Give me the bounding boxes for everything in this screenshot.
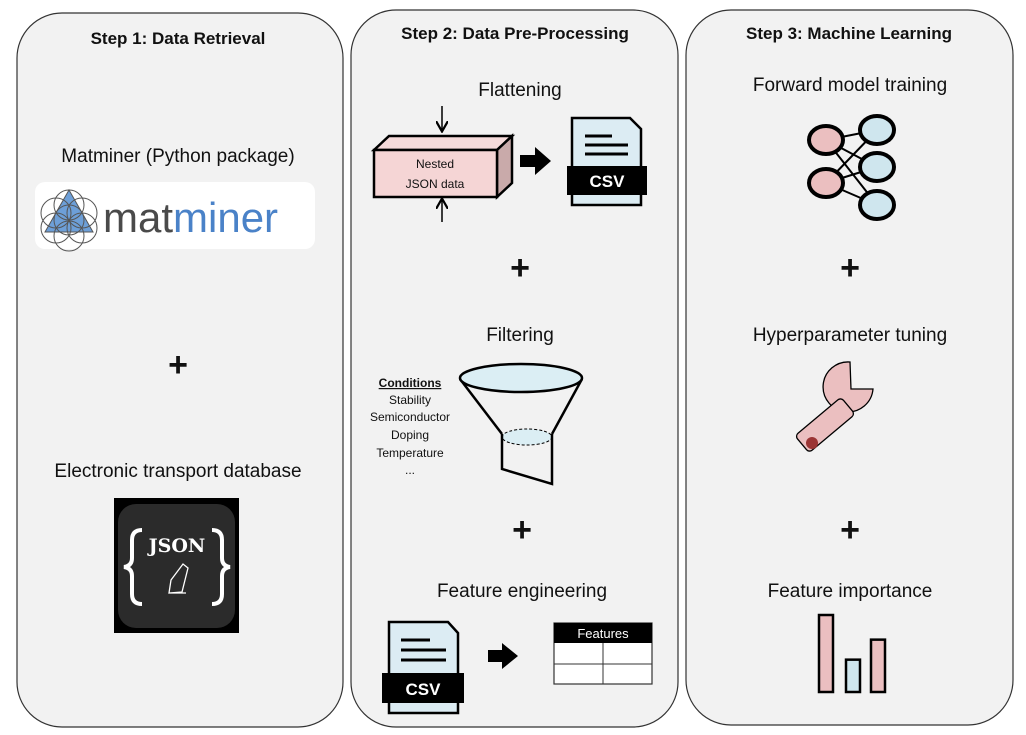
json-icon-text: JSON (147, 535, 206, 557)
forward-model-label: Forward model training (753, 75, 947, 96)
csv-file-icon: CSV (567, 116, 647, 207)
matminer-flower-icon (40, 188, 98, 252)
logo-text-miner: miner (173, 194, 278, 241)
database-label: Electronic transport database (54, 461, 301, 482)
conditions-title: Conditions (379, 376, 442, 390)
box-line-1: Nested (416, 157, 454, 171)
condition-item: Stability (389, 393, 431, 407)
hyperparameter-label: Hyperparameter tuning (753, 325, 947, 346)
condition-item: Doping (391, 428, 429, 442)
csv-file-icon: CSV (382, 620, 464, 715)
step2-title: Step 2: Data Pre-Processing (401, 24, 629, 43)
plus-sign: + (840, 249, 860, 287)
conditions-list: Conditions Stability Semiconductor Dopin… (370, 376, 450, 477)
step3-panel: Step 3: Machine Learning Forward model t… (685, 9, 1014, 726)
matminer-logo: matminer (35, 182, 315, 252)
arrow-right-icon (520, 147, 551, 175)
condition-item: ... (405, 463, 415, 477)
plus-sign: + (512, 511, 532, 549)
neural-network-icon (807, 114, 896, 221)
funnel-icon (458, 362, 584, 486)
importance-bar (817, 613, 835, 694)
csv-label: CSV (590, 172, 626, 191)
flattening-label: Flattening (478, 80, 561, 101)
logo-text: matminer (103, 194, 278, 241)
logo-text-mat: mat (103, 194, 173, 241)
plus-sign: + (168, 346, 188, 384)
step1-title: Step 1: Data Retrieval (91, 29, 266, 48)
step3-title: Step 3: Machine Learning (746, 24, 952, 43)
feature-importance-label: Feature importance (768, 581, 933, 602)
right-brace-icon (211, 528, 231, 606)
csv-label: CSV (406, 680, 442, 699)
condition-item: Temperature (376, 446, 444, 460)
feature-importance-bar-chart-icon (817, 613, 887, 694)
nested-json-box: Nested JSON data (370, 106, 516, 222)
left-brace-icon (123, 528, 143, 606)
json-file-icon: JSON (114, 498, 239, 633)
box-line-2: JSON data (406, 177, 465, 191)
step2-panel: Step 2: Data Pre-Processing Flattening N… (350, 9, 679, 728)
arrow-right-icon (488, 643, 518, 669)
features-header: Features (577, 626, 629, 641)
step1-panel: Step 1: Data Retrieval Matminer (Python … (16, 12, 344, 728)
importance-bar (844, 658, 862, 694)
matminer-label: Matminer (Python package) (61, 146, 294, 167)
plus-sign: + (840, 511, 860, 549)
features-table: Features (553, 622, 653, 685)
condition-item: Semiconductor (370, 410, 450, 424)
wrench-icon (795, 361, 874, 452)
filtering-label: Filtering (486, 325, 554, 346)
pencil-icon (168, 563, 189, 594)
importance-bar (869, 638, 887, 694)
plus-sign: + (510, 249, 530, 287)
feature-engineering-label: Feature engineering (437, 581, 607, 602)
